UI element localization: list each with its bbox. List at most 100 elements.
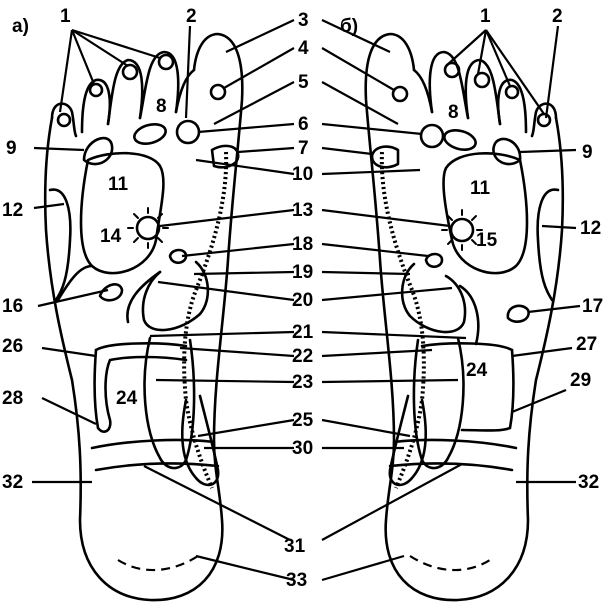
label-28: 28 bbox=[2, 388, 23, 409]
leader-lines bbox=[32, 19, 581, 582]
label-3: 3 bbox=[298, 10, 309, 31]
label-1-right: 1 bbox=[480, 6, 491, 27]
left-zone-16 bbox=[98, 283, 124, 302]
label-8-left: 8 bbox=[156, 96, 167, 117]
left-zone-14 bbox=[135, 215, 161, 241]
label-25: 25 bbox=[292, 410, 314, 431]
label-30: 30 bbox=[292, 438, 313, 459]
label-22: 22 bbox=[292, 346, 313, 367]
left-zone-26 bbox=[94, 342, 188, 352]
label-24-left: 24 bbox=[116, 388, 138, 409]
left-toe-4 bbox=[80, 78, 112, 134]
left-toe-small bbox=[50, 102, 78, 138]
right-zone-27 bbox=[420, 342, 514, 352]
right-zone-11 bbox=[442, 152, 529, 275]
right-toe-point-1c bbox=[473, 71, 491, 89]
left-zone-21 bbox=[126, 270, 162, 324]
right-toe-point-1a bbox=[536, 112, 552, 128]
right-foot-outline bbox=[364, 32, 565, 602]
left-zone-14-rays bbox=[127, 207, 169, 249]
right-zone-6 bbox=[419, 123, 445, 149]
right-toe-point-1b bbox=[504, 84, 520, 100]
right-zone-17 bbox=[506, 304, 530, 323]
label-20: 20 bbox=[292, 290, 313, 311]
label-2-right: 2 bbox=[552, 6, 563, 27]
left-zone-24 bbox=[143, 336, 196, 470]
right-zone-8 bbox=[443, 129, 477, 151]
left-zone-31b bbox=[94, 462, 220, 472]
label-24-right: 24 bbox=[466, 360, 488, 381]
label-12-left: 12 bbox=[2, 200, 23, 221]
right-foot bbox=[364, 32, 565, 602]
left-zone-8 bbox=[133, 123, 167, 145]
right-toe-point-1d bbox=[443, 61, 461, 79]
label-17: 17 bbox=[582, 296, 603, 317]
label-31: 31 bbox=[284, 536, 306, 557]
right-zone-33 bbox=[409, 555, 491, 572]
label-11-right: 11 bbox=[470, 178, 491, 199]
left-toe-2 bbox=[138, 50, 180, 120]
left-sole-curve-a bbox=[56, 264, 94, 302]
right-zone-31b bbox=[388, 462, 514, 472]
left-toe-point-1c bbox=[121, 63, 139, 81]
label-10: 10 bbox=[292, 164, 313, 185]
right-zone-9 bbox=[492, 137, 522, 166]
right-toe-point-4 bbox=[391, 85, 409, 103]
left-toe-point-4 bbox=[209, 83, 227, 101]
label-4: 4 bbox=[298, 38, 309, 59]
left-toe-point-1a bbox=[56, 112, 72, 128]
label-32-left: 32 bbox=[2, 472, 23, 493]
label-32-right: 32 bbox=[578, 472, 599, 493]
label-15: 15 bbox=[476, 230, 498, 251]
left-zone-31 bbox=[90, 438, 216, 450]
left-toe-point-1d bbox=[157, 53, 175, 71]
left-foot-outline bbox=[43, 32, 244, 602]
right-zone-24 bbox=[412, 336, 465, 470]
label-16: 16 bbox=[2, 296, 23, 317]
label-2-left: 2 bbox=[186, 6, 197, 27]
right-zone-21 bbox=[458, 284, 480, 346]
label-9-right: 9 bbox=[582, 142, 593, 163]
label-7: 7 bbox=[298, 138, 309, 159]
label-21: 21 bbox=[292, 322, 314, 343]
label-27: 27 bbox=[576, 334, 597, 355]
left-zone-28 bbox=[93, 348, 188, 433]
left-zone-11 bbox=[79, 151, 165, 275]
label-6: 6 bbox=[298, 114, 309, 135]
right-zone-15 bbox=[449, 217, 475, 243]
left-zone-20 bbox=[141, 260, 210, 332]
label-14: 14 bbox=[100, 226, 122, 247]
label-5: 5 bbox=[298, 72, 309, 93]
right-zone-7 bbox=[370, 145, 400, 169]
panel-label-left: а) bbox=[12, 16, 29, 37]
left-toe-3 bbox=[106, 58, 144, 126]
right-toe-small bbox=[530, 102, 558, 138]
left-zone-33 bbox=[117, 555, 199, 572]
label-23: 23 bbox=[292, 372, 313, 393]
right-zone-31 bbox=[392, 438, 518, 450]
label-12-right: 12 bbox=[580, 218, 601, 239]
right-zone-29 bbox=[460, 348, 515, 432]
label-13: 13 bbox=[292, 200, 313, 221]
left-foot bbox=[43, 32, 244, 602]
right-zone-15-rays bbox=[441, 209, 483, 251]
label-18: 18 bbox=[292, 234, 313, 255]
label-9-left: 9 bbox=[6, 138, 17, 159]
label-26: 26 bbox=[2, 336, 23, 357]
panel-label-right: б) bbox=[340, 16, 358, 37]
left-zone-7 bbox=[210, 144, 240, 169]
left-toe-big bbox=[174, 68, 196, 114]
right-toe-4 bbox=[496, 78, 528, 134]
label-1-left: 1 bbox=[60, 6, 71, 27]
right-zone-12 bbox=[536, 188, 560, 302]
right-toe-2 bbox=[428, 50, 470, 120]
left-toe-point-1b bbox=[88, 82, 104, 98]
label-33: 33 bbox=[286, 570, 307, 591]
label-8-right: 8 bbox=[448, 102, 459, 123]
left-zone-9 bbox=[82, 136, 114, 166]
right-zone-18 bbox=[424, 252, 444, 269]
right-toe-3 bbox=[464, 58, 502, 126]
label-29: 29 bbox=[570, 370, 591, 391]
